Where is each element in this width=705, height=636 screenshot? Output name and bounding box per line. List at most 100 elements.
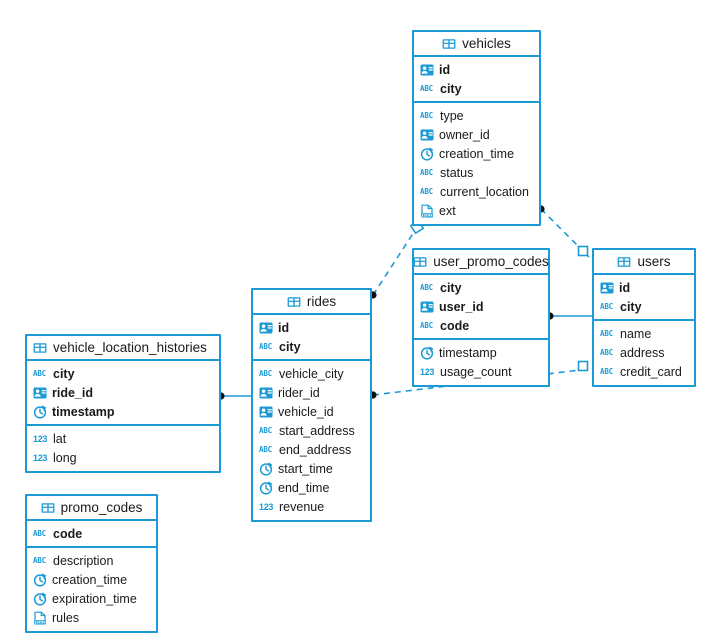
table-title: promo_codes — [60, 500, 143, 515]
column-row[interactable]: start_time — [253, 459, 370, 478]
abc-icon: ABC — [600, 329, 613, 338]
svg-text:JSON: JSON — [421, 213, 432, 217]
123-icon: 123 — [420, 366, 435, 377]
column-name: lat — [53, 431, 67, 446]
column-name: city — [620, 299, 642, 314]
column-row[interactable]: vehicle_id — [253, 402, 370, 421]
column-name: long — [53, 450, 77, 465]
column-name: end_address — [279, 442, 352, 457]
column-row[interactable]: ABC name — [594, 324, 694, 343]
relation-rides-vehicle_location_histories[interactable] — [217, 392, 251, 400]
column-row[interactable]: creation_time — [27, 570, 156, 589]
column-name: address — [620, 345, 665, 360]
column-name: usage_count — [440, 364, 512, 379]
column-row[interactable]: expiration_time — [27, 589, 156, 608]
primary-key-row[interactable]: ABC city — [27, 364, 219, 383]
id-card-icon — [420, 128, 434, 142]
123-icon: 123 — [33, 452, 48, 463]
table-icon — [413, 255, 427, 269]
table-header-promo_codes[interactable]: promo_codes — [27, 496, 156, 521]
column-name: city — [53, 366, 75, 381]
table-title: rides — [306, 294, 337, 309]
column-name: rules — [52, 610, 80, 625]
column-name: creation_time — [52, 572, 128, 587]
column-name: timestamp — [439, 345, 497, 360]
json-doc-icon: JSON — [33, 611, 47, 625]
clock-icon — [33, 592, 47, 606]
column-name: type — [440, 108, 464, 123]
abc-icon: ABC — [420, 168, 433, 177]
column-row[interactable]: creation_time — [414, 144, 539, 163]
abc-icon: ABC — [420, 283, 433, 292]
abc-icon: ABC — [600, 367, 613, 376]
abc-icon: ABC — [420, 84, 433, 93]
column-row[interactable]: JSON rules — [27, 608, 156, 627]
table-icon — [41, 501, 55, 515]
column-name: name — [620, 326, 652, 341]
abc-icon: ABC — [420, 321, 433, 330]
column-row[interactable]: end_time — [253, 478, 370, 497]
column-row[interactable]: JSON ext — [414, 201, 539, 220]
table-icon — [442, 37, 456, 51]
relation-user_promo_codes-users[interactable] — [546, 312, 592, 320]
primary-key-row[interactable]: user_id — [414, 297, 548, 316]
column-row[interactable]: timestamp — [414, 343, 548, 362]
primary-key-row[interactable]: ride_id — [27, 383, 219, 402]
column-row[interactable]: 123 usage_count — [414, 362, 548, 381]
table-header-vehicles[interactable]: vehicles — [414, 32, 539, 57]
column-name: timestamp — [52, 404, 115, 419]
table-header-vehicle_location_histories[interactable]: vehicle_location_histories — [27, 336, 219, 361]
clock-icon — [259, 462, 273, 476]
table-header-user_promo_codes[interactable]: user_promo_codes — [413, 250, 549, 275]
primary-key-row[interactable]: id — [594, 278, 694, 297]
column-row[interactable]: owner_id — [414, 125, 539, 144]
column-row[interactable]: rider_id — [253, 383, 370, 402]
column-name: current_location — [440, 184, 529, 199]
id-card-icon — [259, 321, 273, 335]
column-row[interactable]: ABC address — [594, 343, 694, 362]
primary-key-group: ABC city ride_id timestamp — [27, 361, 219, 426]
column-row[interactable]: 123 long — [27, 448, 219, 467]
abc-icon: ABC — [259, 445, 272, 454]
primary-key-row[interactable]: id — [414, 60, 539, 79]
column-row[interactable]: ABC end_address — [253, 440, 370, 459]
clock-icon — [420, 346, 434, 360]
primary-key-row[interactable]: id — [253, 318, 370, 337]
column-name: city — [279, 339, 301, 354]
column-name: ext — [439, 203, 456, 218]
table-header-users[interactable]: users — [594, 250, 694, 275]
column-name: creation_time — [439, 146, 515, 161]
abc-icon: ABC — [600, 348, 613, 357]
abc-icon: ABC — [259, 426, 272, 435]
table-header-rides[interactable]: rides — [253, 290, 370, 315]
column-name: user_id — [439, 299, 484, 314]
abc-icon: ABC — [33, 369, 46, 378]
primary-key-row[interactable]: timestamp — [27, 402, 219, 421]
clock-icon — [259, 481, 273, 495]
